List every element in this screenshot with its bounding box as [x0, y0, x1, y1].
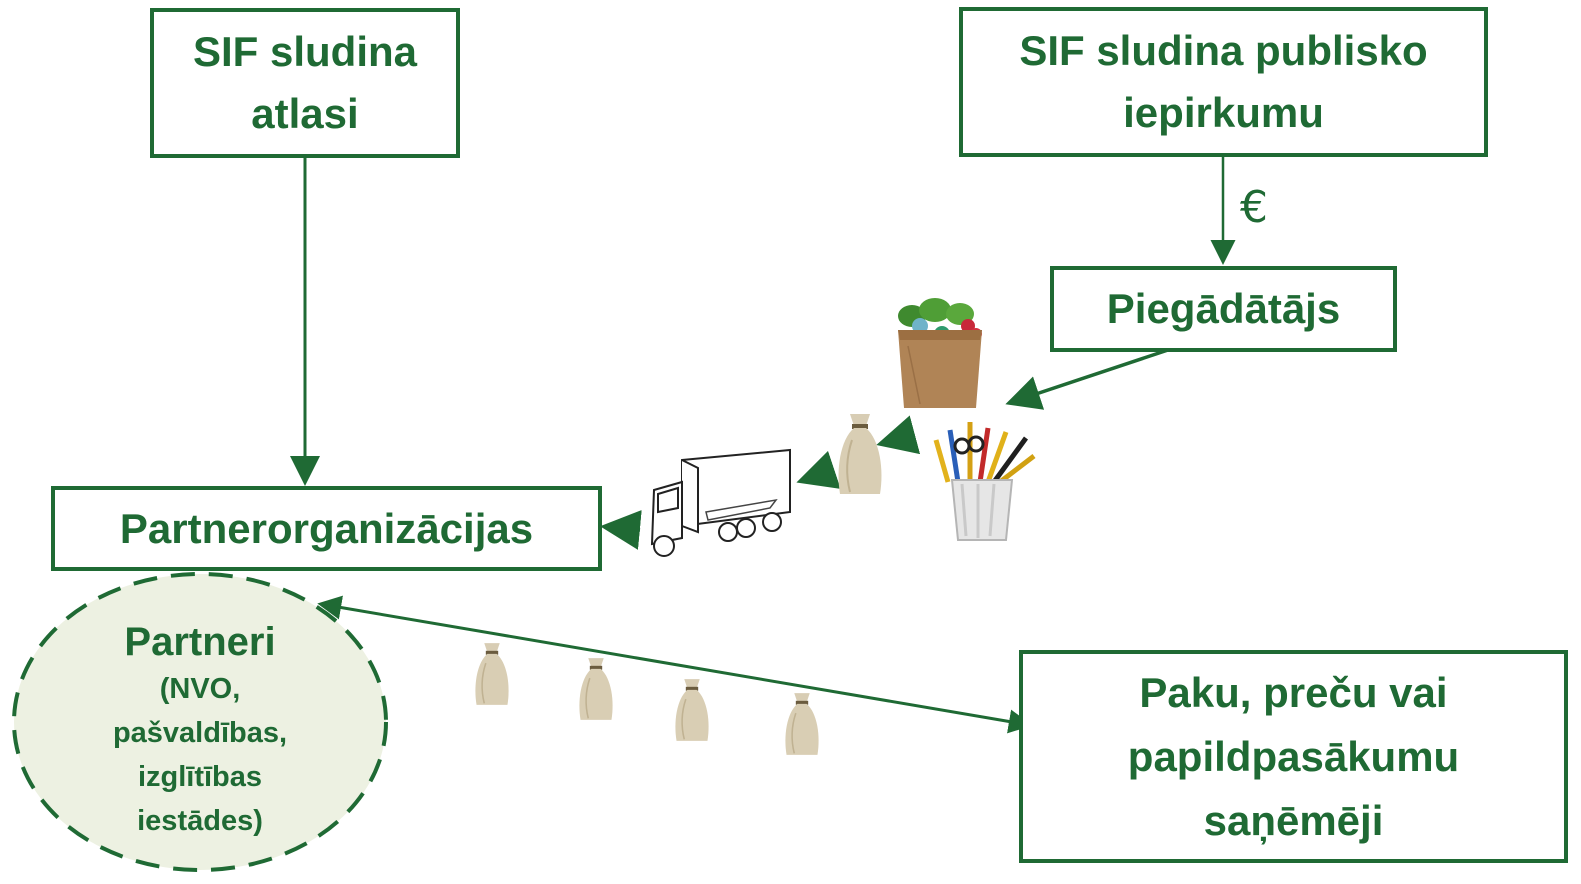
recipients-line2: papildpasākumu [1127, 732, 1460, 780]
sack-icon [675, 679, 709, 741]
partners-text: Partneri (NVO, pašvaldības, izglītības i… [30, 610, 370, 850]
sif-announces-procurement-box: SIF sludina publisko iepirkumu [959, 7, 1488, 157]
recipients-line3: saņēmēji [1203, 796, 1384, 844]
sack-icon [785, 693, 819, 755]
sif-iepirkums-line2: iepirkumu [1123, 89, 1324, 136]
sif-iepirkums-line1: SIF sludina publisko [1019, 27, 1428, 74]
sif-announces-selection-box: SIF sludina atlasi [150, 8, 460, 158]
partners-line4: iestādes) [137, 805, 263, 837]
arrow-sack-to-truck [796, 450, 841, 489]
arrow-truck-to-partnerorg [600, 510, 642, 550]
arrow-partners-recipients [317, 595, 1033, 734]
partners-line1: (NVO, [159, 673, 241, 705]
recipients-box: Paku, preču vai papildpasākumu saņēmēji [1019, 650, 1568, 863]
partner-organizations-box: Partnerorganizācijas [51, 486, 602, 571]
partners-line2: pašvaldības, [112, 717, 288, 749]
sack-icon [475, 643, 509, 705]
arrow-piegadatajs-to-goods [1005, 348, 1169, 410]
delivery-truck-icon [650, 448, 791, 557]
sif-atlasi-line1: SIF sludina [192, 28, 418, 75]
arrow-goods-to-sack [876, 415, 921, 455]
euro-symbol: € [1240, 182, 1268, 233]
sack-icon [838, 414, 882, 494]
sack-icon [579, 658, 613, 720]
partners-line3: izglītības [137, 761, 263, 793]
sif-atlasi-line2: atlasi [251, 90, 359, 137]
supplier-box: Piegādātājs [1050, 266, 1397, 352]
pencil-cup-icon [933, 422, 1036, 541]
supplier-label: Piegādātājs [1106, 285, 1341, 332]
grocery-bag-icon [898, 298, 982, 408]
partners-title: Partneri [124, 620, 276, 664]
partnerorg-label: Partnerorganizācijas [119, 504, 534, 552]
recipients-line1: Paku, preču vai [1139, 668, 1448, 716]
